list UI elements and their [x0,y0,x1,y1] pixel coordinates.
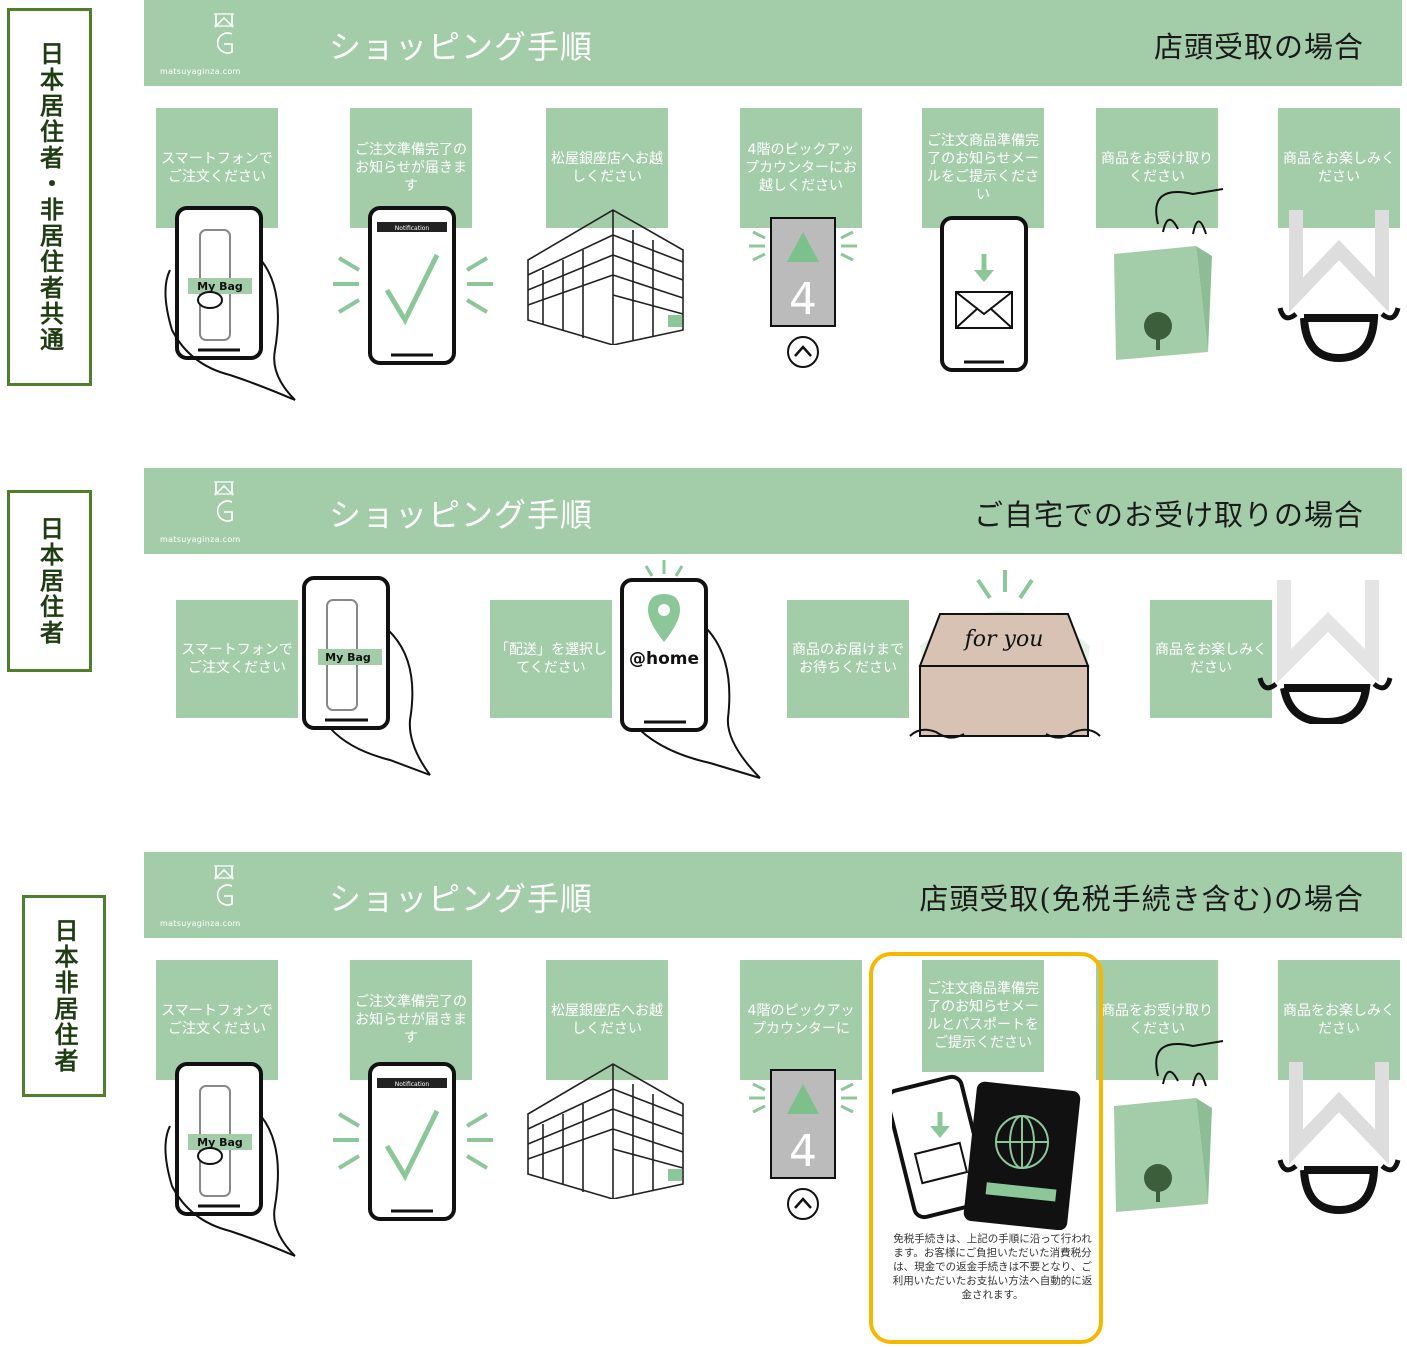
s2-step3: 商品のお届けまでお待ちください [787,600,909,718]
elevator-floor-icon: 4 [749,217,857,368]
s1-step5: ご注文商品準備完了のお知らせメールをご提示ください [922,108,1044,228]
s3-step5: ご注文商品準備完了のお知らせメールとパスポートをご提示ください [922,960,1044,1072]
brand-logo-icon [214,13,234,54]
home-delivery-phone-icon: @home [620,560,761,779]
s1-step7: 商品をお楽しみください [1278,108,1400,228]
phone-in-hand-icon: My Bag [164,1062,296,1257]
logo-text: matsuyaginza.com [160,67,241,76]
brand-logo-icon [214,481,234,522]
notification-label: Notification [395,225,430,232]
section3-banner: matsuyaginza.com ショッピング手順 店頭受取(免税手続き含む)の… [144,852,1402,938]
shopping-bag-icon [1114,1040,1224,1212]
section1-banner: matsuyaginza.com ショッピング手順 店頭受取の場合 [144,0,1402,86]
s2-step2: 「配送」を選択してください [490,600,612,718]
brand-logo-icon [214,865,234,906]
s3-step1: スマートフォンでご注文ください [156,960,278,1080]
phone-in-hand-icon: My Bag [164,206,296,401]
s2-step1: スマートフォンでご注文ください [176,600,298,718]
shopping-bag-icon [1114,188,1224,360]
section2-subtitle: ご自宅でのお受け取りの場合 [973,498,1364,532]
notification-check-icon: Notification [333,206,493,365]
notification-label: Notification [395,1081,430,1088]
elevator-floor-icon: 4 [749,1069,857,1220]
passport-and-phone-icon [892,1074,1081,1230]
store-building-icon [527,209,684,345]
s3-step7: 商品をお楽しみください [1278,960,1400,1080]
s1-step3: 松屋銀座店へお越しください [546,108,668,228]
tax-free-highlight [869,952,1103,1344]
store-building-icon [527,1063,684,1199]
tax-refund-note: 免税手続きは、上記の手順に沿って行われます。お客様にご負担いただいた消費税分は、… [892,1233,1093,1301]
logo-text: matsuyaginza.com [160,535,241,544]
brand-smile-icon [1277,1062,1401,1215]
notification-check-icon: Notification [333,1062,493,1221]
for-you-label: for you [963,627,1044,652]
s3-step2: ご注文準備完了のお知らせが届きます [350,960,472,1080]
logo-text: matsuyaginza.com [160,919,241,928]
brand-smile-icon [1257,580,1393,724]
phone-in-hand-icon: My Bag [302,576,431,776]
my-bag-label: My Bag [325,651,371,664]
at-home-label: @home [629,649,699,669]
s3-step6: 商品をお受け取りください [1096,960,1218,1080]
section1-subtitle: 店頭受取の場合 [1153,30,1364,64]
delivery-box-icon: for you [909,570,1101,739]
section2-banner: matsuyaginza.com ショッピング手順 ご自宅でのお受け取りの場合 [144,468,1402,554]
section3-title: ショッピング手順 [329,880,594,918]
s2-step4: 商品をお楽しみください [1150,600,1272,718]
section2-title: ショッピング手順 [329,496,594,534]
email-phone-icon [940,216,1028,372]
section1-title: ショッピング手順 [329,28,594,66]
side-label-resident: 日本居住者 [7,490,92,672]
floor-number: 4 [789,1126,817,1177]
brand-smile-icon [1277,210,1401,363]
s3-step4: 4階のピックアップカウンターに [740,960,862,1080]
floor-number: 4 [789,274,817,325]
s1-step4: 4階のピックアップカウンターにお越しください [740,108,862,228]
section3-subtitle: 店頭受取(免税手続き含む)の場合 [919,882,1364,916]
side-label-nonresident: 日本非居住者 [22,895,106,1097]
my-bag-label: My Bag [197,1136,243,1149]
my-bag-label: My Bag [197,280,243,293]
side-label-common: 日本居住者・非居住者共通 [7,8,92,386]
s3-step3: 松屋銀座店へお越しください [546,960,668,1080]
